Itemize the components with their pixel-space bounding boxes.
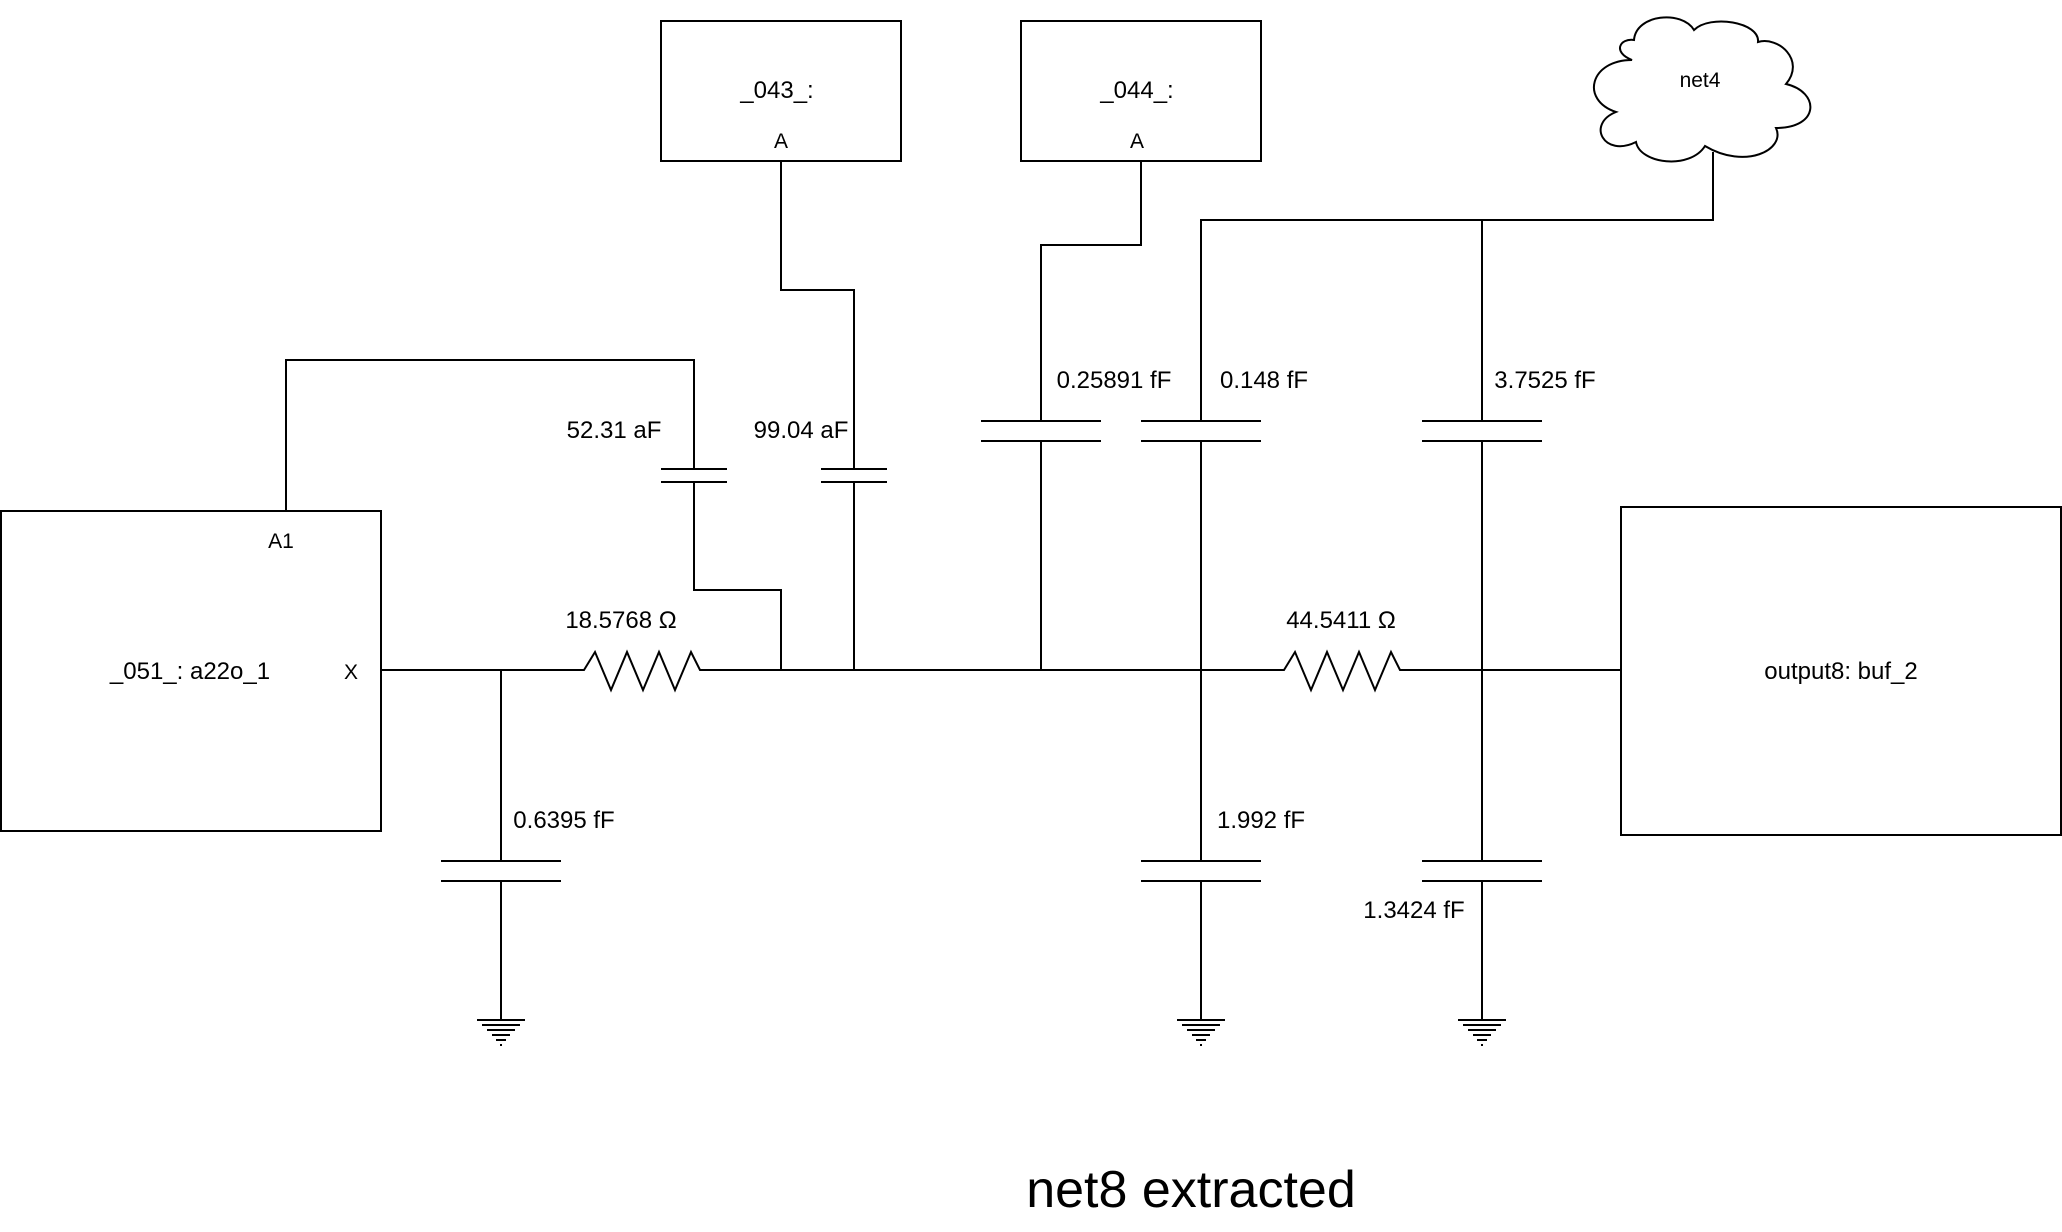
gate-043-label: _043_: xyxy=(739,77,813,104)
a1-wire xyxy=(285,359,695,510)
ground-icon xyxy=(1177,1019,1225,1046)
wires xyxy=(285,152,1714,1020)
net4-label: net4 xyxy=(1680,69,1721,92)
capacitor-044-value: 0.25891 fF xyxy=(1057,367,1172,394)
resistor-1 xyxy=(577,649,705,693)
ground-icon xyxy=(477,1019,525,1046)
gate-043-pin-a: A xyxy=(774,130,788,153)
gate-043-wire xyxy=(780,161,855,469)
capacitor-net4-a-value: 0.148 fF xyxy=(1220,367,1308,394)
capacitor-net4-b-value: 3.7525 fF xyxy=(1494,367,1595,394)
resistor-1-value: 18.5768 Ω xyxy=(565,607,676,634)
gate-044: _044_: A xyxy=(1020,20,1262,162)
gate-051-pin-x: X xyxy=(344,661,358,684)
cloud-icon xyxy=(1592,16,1812,163)
gate-051: _051_: a22o_1 A1 X xyxy=(0,510,382,832)
output8-label: output8: buf_2 xyxy=(1764,658,1917,685)
capacitor-gnd-3 xyxy=(1422,860,1542,882)
resistor-2-value: 44.5411 Ω xyxy=(1286,607,1396,634)
gate-051-label: _051_: a22o_1 xyxy=(109,658,270,685)
capacitor-a1-value: 52.31 aF xyxy=(567,417,662,444)
gate-044-box xyxy=(1020,20,1262,162)
capacitor-gnd-2-value: 1.992 fF xyxy=(1217,807,1305,834)
gate-043-box xyxy=(660,20,902,162)
ground-icon xyxy=(1458,1019,1506,1046)
capacitor-043 xyxy=(821,468,887,483)
gate-044-pin-a: A xyxy=(1130,130,1144,153)
capacitor-net4-b xyxy=(1422,420,1542,442)
cap-a1-lower-wire xyxy=(693,482,782,670)
capacitor-gnd-1-value: 0.6395 fF xyxy=(513,807,614,834)
capacitor-a1 xyxy=(661,468,727,483)
net4-bus-wire xyxy=(1200,152,1714,421)
output8-box xyxy=(1620,506,2062,836)
capacitor-044 xyxy=(981,420,1101,442)
output8-block: output8: buf_2 xyxy=(1620,506,2062,836)
net4-cloud: net4 xyxy=(1592,16,1812,163)
capacitor-net4-a xyxy=(1141,420,1261,442)
gate-044-label: _044_: xyxy=(1099,77,1173,104)
diagram-title: net8 extracted xyxy=(1026,1161,1356,1219)
component-labels: 18.5768 Ω 44.5411 Ω 52.31 aF 99.04 aF 0.… xyxy=(513,367,1595,924)
capacitor-gnd-3-value: 1.3424 fF xyxy=(1363,897,1464,924)
resistors xyxy=(577,649,1404,693)
gate-044-wire xyxy=(1040,161,1142,421)
resistor-2 xyxy=(1277,649,1404,693)
capacitor-gnd-1 xyxy=(441,860,561,882)
capacitor-gnd-2 xyxy=(1141,860,1261,882)
ground-symbols xyxy=(477,1019,1506,1046)
gate-051-pin-a1: A1 xyxy=(268,530,294,553)
gate-051-box xyxy=(0,510,382,832)
gate-043: _043_: A xyxy=(660,20,902,162)
capacitor-043-value: 99.04 aF xyxy=(754,417,849,444)
capacitors xyxy=(441,420,1542,882)
